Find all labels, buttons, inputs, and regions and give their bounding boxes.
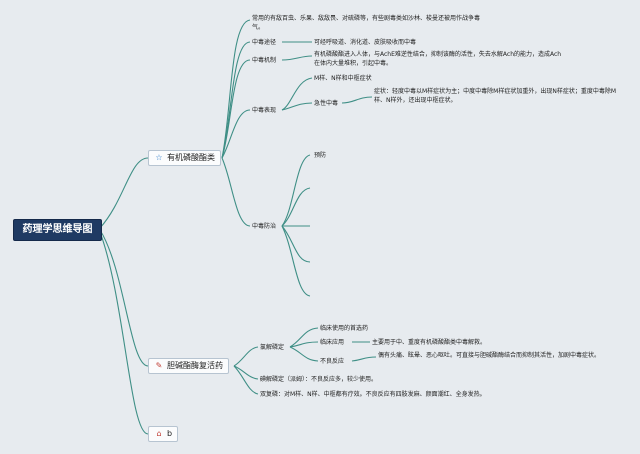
- link-op-intro: [221, 19, 251, 159]
- topic-acute[interactable]: 急性中毒: [314, 100, 339, 107]
- link-mechanism-desc: [281, 55, 313, 61]
- topic-pam-first[interactable]: 临床使用的首选药: [320, 325, 369, 332]
- topic-symptoms[interactable]: 中毒表现: [252, 107, 277, 114]
- star-icon: ☆: [155, 153, 163, 162]
- link-root-reactivator: [99, 229, 149, 367]
- topic-route-desc[interactable]: 可经呼吸道、消化道、皮肤吸收而中毒: [314, 39, 417, 46]
- branch-b[interactable]: ⌂b: [148, 426, 179, 442]
- branch-b-label: b: [167, 429, 173, 438]
- link-acute-desc: [341, 96, 373, 104]
- link-adverse-desc: [351, 356, 377, 362]
- topic-symptoms-types[interactable]: M样、N样和中枢症状: [314, 75, 372, 82]
- topic-prevention[interactable]: 中毒防治: [252, 223, 277, 230]
- branch-organophosphate-label: 有机磷酸酯类: [167, 153, 215, 162]
- link-pam-adverse: [289, 346, 319, 362]
- root-node[interactable]: 药理学思维导图: [13, 219, 102, 241]
- link-symptoms-types: [281, 77, 313, 111]
- topic-prevent[interactable]: 预防: [314, 152, 327, 159]
- link-root-organophosphate: [99, 157, 149, 229]
- topic-intro[interactable]: 常用的有敌百虫、乐果、敌敌畏、对硫磷等，有些剧毒类如沙林、梭曼还被用作战争毒气。: [252, 15, 481, 31]
- link-op-symptoms: [221, 109, 251, 159]
- topic-route[interactable]: 中毒途径: [252, 39, 277, 46]
- topic-adverse-desc[interactable]: 偶有头痛、眩晕、恶心呕吐。可直接与胆碱酯酶结合而抑制其活性，加剧中毒症状。: [378, 352, 601, 359]
- link-prev-2: [281, 187, 311, 227]
- link-pam-first: [289, 327, 319, 348]
- link-symptoms-acute: [281, 102, 313, 111]
- link-op-route: [221, 41, 251, 159]
- topic-clinical[interactable]: 临床应用: [320, 339, 345, 346]
- topic-pam[interactable]: 氯解磷定: [260, 344, 285, 351]
- topic-acute-desc[interactable]: 症状：轻度中毒以M样症状为主；中度中毒除M样症状加重外，出现N样症状；重度中毒除…: [374, 88, 617, 104]
- link-op-mechanism: [221, 59, 251, 159]
- link-pam-clinical: [289, 341, 319, 348]
- link-re-pam: [233, 346, 259, 367]
- link-op-prevention: [221, 157, 251, 227]
- link-prev-1: [281, 154, 311, 227]
- link-prev-4: [281, 225, 311, 263]
- topic-mechanism-desc[interactable]: 有机磷酸酯进入人体，与AchE难逆性结合，抑制该酶的活性，失去水解Ach的能力，…: [314, 51, 562, 67]
- topic-mechanism[interactable]: 中毒机制: [252, 57, 277, 64]
- link-root-b: [99, 231, 149, 435]
- home-icon: ⌂: [156, 429, 162, 438]
- branch-reactivator-label: 胆碱酯酶复活药: [167, 361, 223, 370]
- link-prev-5: [281, 225, 311, 297]
- topic-clinical-desc[interactable]: 主要用于中、重度有机磷酸酯类中毒解救。: [372, 339, 487, 346]
- medicine-icon: ✎: [155, 361, 163, 370]
- branch-reactivator[interactable]: ✎ 胆碱酯酶复活药: [148, 358, 229, 374]
- topic-obidoxime[interactable]: 双复磷：对M样、N样、中枢都有疗效。不良反应有四肢发麻、颜面潮红、全身发热。: [260, 391, 486, 398]
- topic-adverse[interactable]: 不良反应: [320, 358, 345, 365]
- link-re-obidoxime: [233, 365, 259, 395]
- branch-organophosphate[interactable]: ☆ 有机磷酸酯类: [148, 150, 221, 166]
- topic-iodide[interactable]: 碘解磷定（派姆）：不良反应多，较少使用。: [260, 376, 378, 383]
- link-re-iodide: [233, 365, 259, 380]
